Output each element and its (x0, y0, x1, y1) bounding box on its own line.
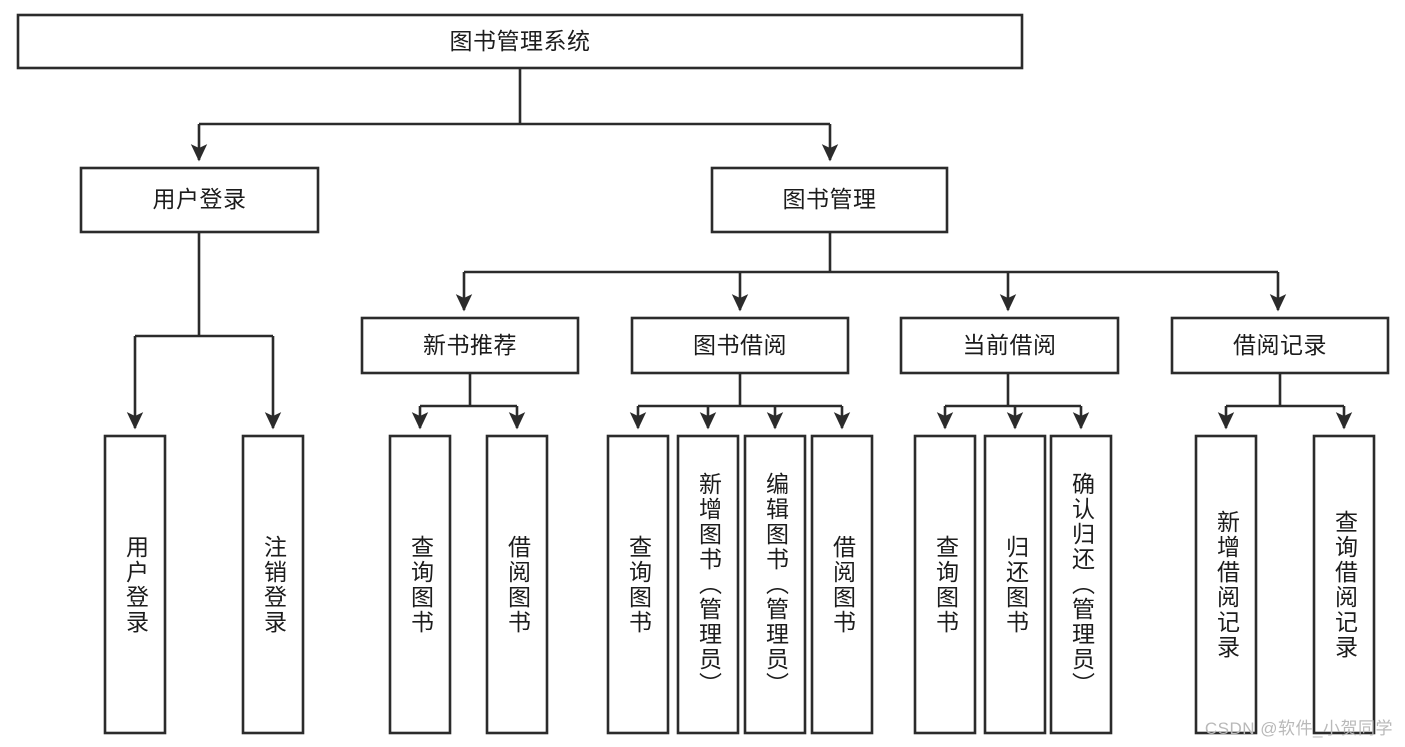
node-box-leaf-user-logout (241, 434, 305, 735)
node-box-leaf-edit-book (743, 434, 807, 735)
node-box-new-book-recommend (360, 316, 580, 375)
node-box-book-borrow (630, 316, 850, 375)
csdn-watermark: CSDN @软件_小贺同学 (1204, 719, 1393, 738)
node-box-leaf-query-record (1312, 434, 1376, 735)
node-box-leaf-confirm-return (1049, 434, 1113, 735)
node-box-root (16, 13, 1024, 70)
node-box-leaf-user-login (103, 434, 167, 735)
node-box-leaf-query-book-1 (388, 434, 452, 735)
node-box-leaf-add-book (676, 434, 740, 735)
node-box-leaf-query-book-2 (606, 434, 670, 735)
node-box-leaf-return-book (983, 434, 1047, 735)
node-box-borrow-record (1170, 316, 1390, 375)
node-box-leaf-query-book-3 (913, 434, 977, 735)
node-box-leaf-borrow-book-2 (810, 434, 874, 735)
node-box-user-login (79, 166, 320, 234)
node-box-leaf-borrow-book-1 (485, 434, 549, 735)
node-box-current-borrow (899, 316, 1120, 375)
node-box-leaf-add-record (1194, 434, 1258, 735)
node-box-book-manage (710, 166, 949, 234)
